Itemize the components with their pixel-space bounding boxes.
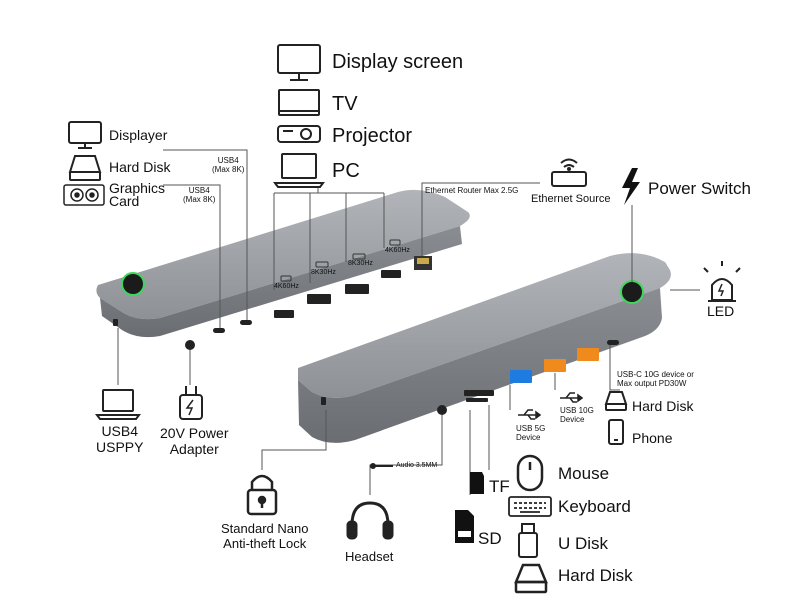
usb4-port-2 — [240, 320, 252, 325]
monitor-icon — [277, 44, 321, 81]
label-usbc-10g: USB-C 10G device or Max output PD30W — [617, 370, 694, 388]
lock-slot-front — [321, 397, 326, 405]
label-mouse: Mouse — [558, 464, 610, 483]
label-power-adapter: 20V Power Adapter — [160, 425, 229, 457]
router-icon — [551, 158, 587, 187]
alarm-light-icon — [703, 261, 741, 302]
power-ring-front — [620, 280, 644, 304]
label-port-8k30-a: 8K30Hz — [311, 269, 336, 276]
label-graphics-card: Graphics Card — [109, 180, 166, 209]
label-port-4k60-a: 4K60Hz — [274, 283, 299, 290]
headphones-icon — [346, 501, 394, 540]
hdmi-port-1 — [274, 310, 294, 318]
hard-disk-icon — [604, 391, 628, 411]
tv-icon — [278, 89, 320, 116]
laptop-icon — [273, 153, 325, 188]
hard-disk-icon — [68, 155, 102, 181]
label-phone: Phone — [632, 430, 673, 446]
padlock-icon — [246, 474, 278, 516]
microsd-card-icon — [470, 472, 484, 494]
label-usb4-usppy: USB4 USPPY — [96, 423, 144, 455]
label-hard-disk-bottom: Hard Disk — [558, 566, 633, 585]
label-tv: TV — [332, 93, 358, 115]
label-usb4-mid: USB4 (Max 8K) — [183, 186, 216, 204]
label-hard-disk-top: Hard Disk — [109, 159, 171, 175]
sd-card-icon — [455, 510, 474, 543]
usb-a-blue — [510, 370, 532, 383]
power-ring-rear — [121, 272, 145, 296]
dock-front — [298, 253, 671, 443]
phone-icon — [608, 419, 624, 445]
label-usb10g: USB 10G Device — [560, 406, 594, 424]
dc-port — [185, 340, 195, 350]
monitor-icon — [68, 121, 102, 149]
label-display-screen: Display screen — [332, 51, 464, 73]
label-audio: Audio 3.5MM — [396, 462, 438, 469]
dp-port-2 — [345, 284, 369, 294]
label-hard-disk-right: Hard Disk — [632, 398, 694, 414]
usb-stick-icon — [518, 523, 538, 558]
label-pc: PC — [332, 160, 360, 182]
mouse-icon — [516, 454, 544, 492]
tf-slot — [466, 398, 488, 402]
hdmi-port-2 — [381, 270, 401, 278]
label-ethernet-router: Ethernet Router Max 2.5G — [425, 186, 519, 195]
usbc-front-port — [607, 340, 619, 345]
label-port-4k60-b: 4K60Hz — [385, 247, 410, 254]
label-power-switch: Power Switch — [648, 179, 751, 198]
label-port-8k30-b: 8K30Hz — [348, 260, 373, 267]
label-sd: SD — [478, 529, 502, 548]
label-headset: Headset — [345, 549, 394, 564]
usb-trident-icon — [518, 409, 542, 420]
label-displayer: Displayer — [109, 127, 168, 143]
usb4-port-1 — [213, 328, 225, 333]
label-ethernet-source: Ethernet Source — [531, 193, 611, 205]
lightning-icon — [622, 168, 640, 205]
power-plug-icon — [179, 386, 203, 420]
label-usb5g: USB 5G Device — [516, 424, 546, 442]
label-led: LED — [707, 303, 735, 319]
audio-jack-icon — [370, 463, 393, 469]
projector-icon — [277, 125, 321, 143]
label-projector: Projector — [332, 125, 413, 147]
graphics-card-icon — [63, 184, 105, 206]
audio-jack — [437, 405, 447, 415]
connector-lines — [117, 149, 700, 495]
label-usb4-top: USB4 (Max 8K) — [212, 156, 245, 174]
usb-a-orange-1 — [544, 359, 566, 372]
dp-port-1 — [307, 294, 331, 304]
hard-disk-icon — [514, 563, 548, 594]
sd-slot — [464, 390, 494, 396]
lock-slot-rear — [113, 319, 118, 326]
label-keyboard: Keyboard — [558, 497, 631, 516]
label-lock: Standard Nano Anti-theft Lock — [221, 521, 309, 551]
keyboard-icon — [508, 496, 552, 517]
label-tf: TF — [489, 477, 510, 496]
usb-trident-icon — [560, 392, 584, 403]
dock-rear — [96, 189, 470, 350]
usb-a-orange-2 — [577, 348, 599, 361]
laptop-icon — [95, 389, 141, 420]
label-u-disk: U Disk — [558, 534, 609, 553]
